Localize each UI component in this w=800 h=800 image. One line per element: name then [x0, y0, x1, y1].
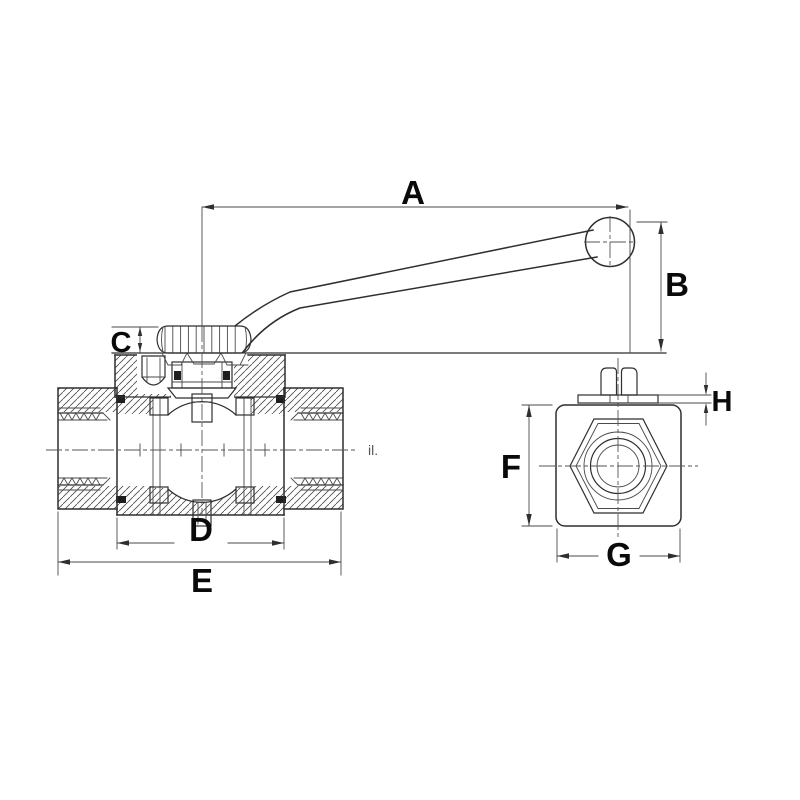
dimension-h: H: [658, 372, 733, 426]
seat-rings: [149, 397, 255, 504]
body-joint-lines: [152, 396, 252, 516]
gland-knob: [156, 325, 252, 366]
dimension-e: E: [57, 511, 342, 599]
dim-label-b: B: [665, 266, 689, 303]
centerlines-side-view: [46, 326, 358, 516]
centerlines-end-view: [539, 358, 698, 540]
gland-knob-front: [600, 367, 638, 396]
note-text: il.: [368, 442, 378, 458]
lever-handle: [233, 216, 636, 354]
dim-label-d: D: [189, 511, 213, 548]
side-section-view: [46, 216, 667, 527]
dimension-a: A: [201, 174, 631, 354]
dim-label-e: E: [191, 562, 213, 599]
port-threads: [57, 412, 344, 486]
dimension-c: C: [111, 326, 159, 359]
dimension-f: F: [501, 404, 553, 527]
bottom-plug: [192, 499, 212, 527]
hex-boss: [569, 418, 668, 514]
end-view: F G H: [501, 358, 733, 573]
dim-label-g: G: [606, 536, 632, 573]
dim-label-a: A: [401, 174, 425, 211]
dim-label-c: C: [111, 327, 132, 359]
dim-label-f: F: [501, 448, 521, 485]
dimension-g: G: [556, 528, 681, 573]
oring-seals: [116, 395, 286, 503]
handle-plate-front: [577, 394, 659, 404]
dim-label-h: H: [712, 386, 733, 418]
dimension-d: D: [116, 511, 285, 550]
dimension-b: B: [636, 221, 689, 352]
valve-body-square: [555, 404, 682, 527]
